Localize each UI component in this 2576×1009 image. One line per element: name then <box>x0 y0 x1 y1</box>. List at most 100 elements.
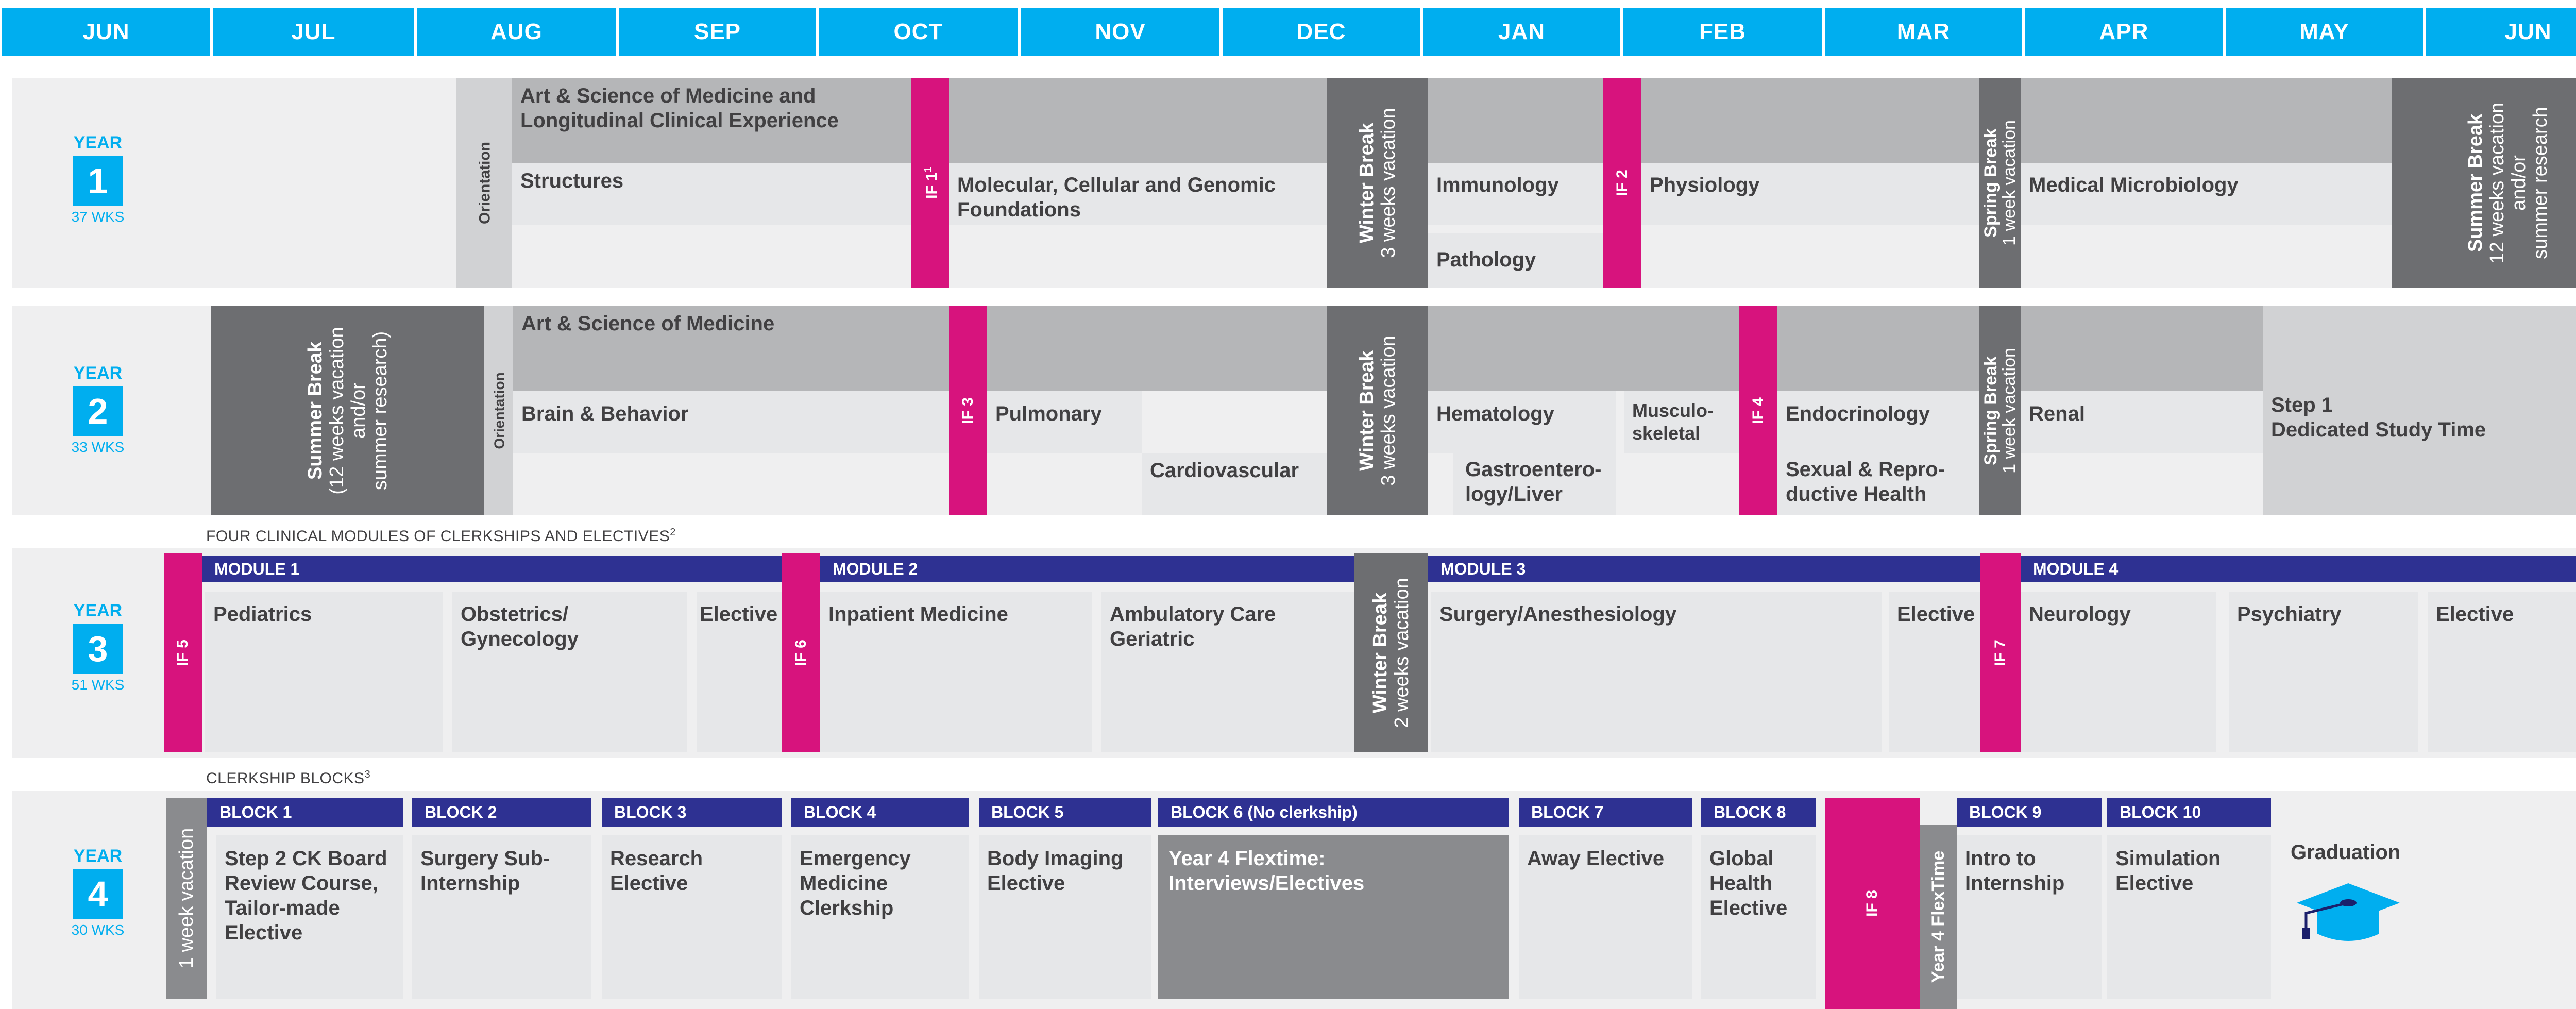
if4-label: IF 4 <box>1750 397 1767 424</box>
block8-header: BLOCK 8 <box>1701 798 1816 827</box>
spring-title: Spring Break <box>1981 128 2001 238</box>
month-dec: DEC <box>1223 8 1420 56</box>
year1-band-dark-c <box>1641 78 1979 163</box>
year3-module1: MODULE 1 <box>202 556 782 582</box>
year2-musculo: Musculo-skeletal <box>1624 391 1739 453</box>
block5-header: BLOCK 5 <box>979 798 1151 827</box>
modules-caption: FOUR CLINICAL MODULES OF CLERKSHIPS AND … <box>206 527 676 545</box>
block4-content: Emergency Medicine Clerkship <box>791 835 969 999</box>
month-aug: AUG <box>417 8 616 56</box>
year1-molecular: Molecular, Cellular and Genomic Foundati… <box>949 163 1327 225</box>
year4-vacation: 1 week vacation <box>166 798 207 999</box>
year2-if3: IF 3 <box>949 306 987 515</box>
block6-header: BLOCK 6 (No clerkship) <box>1158 798 1509 827</box>
year1-band-dark-b <box>1428 78 1603 163</box>
month-sep: SEP <box>619 8 816 56</box>
block7-header: BLOCK 7 <box>1519 798 1692 827</box>
year-number: 1 <box>73 156 123 206</box>
year-label-text: YEAR <box>73 846 123 866</box>
year-weeks: 37 WKS <box>71 209 125 225</box>
year4-if8: IF 8 <box>1825 798 1920 1009</box>
summer-l1: (12 weeks vacation <box>326 327 348 495</box>
year2-band-dark-b <box>1428 306 1739 391</box>
year3-surgery: Surgery/Anesthesiology <box>1431 592 1882 752</box>
block3-header: BLOCK 3 <box>602 798 782 827</box>
year4-label: YEAR 4 30 WKS <box>46 846 149 938</box>
modules-caption-text: FOUR CLINICAL MODULES OF CLERKSHIPS AND … <box>206 528 670 545</box>
year3-inpatient: Inpatient Medicine <box>820 592 1092 752</box>
year3-if5: IF 5 <box>164 553 202 752</box>
summer-l3: summer research <box>2530 107 2551 259</box>
block3-content: Research Elective <box>602 835 782 999</box>
block6-content: Year 4 Flextime: Interviews/Electives <box>1158 835 1509 999</box>
block2-header: BLOCK 2 <box>412 798 591 827</box>
if6-label: IF 6 <box>792 640 809 666</box>
summer-l2: and/or <box>2508 155 2530 211</box>
year2-endocrinology: Endocrinology <box>1777 391 1979 453</box>
year1-physiology: Physiology <box>1641 163 1979 225</box>
year3-psychiatry: Psychiatry <box>2229 592 2418 752</box>
month-may: MAY <box>2226 8 2423 56</box>
year-weeks: 33 WKS <box>71 439 125 455</box>
block1-content: Step 2 CK Board Review Course, Tailor-ma… <box>216 835 403 999</box>
year-weeks: 30 WKS <box>71 922 125 938</box>
winter-title: Winter Break <box>1369 592 1391 714</box>
month-jul: JUL <box>213 8 414 56</box>
year3-ambulatory: Ambulatory Care Geriatric <box>1101 592 1354 752</box>
year2-band-dark-a <box>987 306 1327 391</box>
year3-module4: MODULE 4 <box>2021 556 2576 582</box>
summer-title: Summer Break <box>304 341 326 480</box>
winter-title: Winter Break <box>1356 350 1378 472</box>
winter-title: Winter Break <box>1356 122 1378 244</box>
winter-sub: 3 weeks vacation <box>1378 108 1399 258</box>
year1-microbiology: Medical Microbiology <box>2021 163 2392 225</box>
month-jan: JAN <box>1423 8 1620 56</box>
year2-band-dark-c <box>1777 306 1979 391</box>
year2-cardio: Cardiovascular <box>1142 453 1327 515</box>
if5-label: IF 5 <box>174 640 191 666</box>
if1-sup: 1 <box>923 167 933 173</box>
year2-renal: Renal <box>2021 391 2263 453</box>
summer-l2: and/or <box>348 383 369 439</box>
year2-brain: Brain & Behavior <box>513 391 949 453</box>
month-oct: OCT <box>819 8 1018 56</box>
blocks-caption: CLERKSHIP BLOCKS3 <box>206 769 370 787</box>
if1-label: IF 1 <box>923 172 940 199</box>
year1-band-dark-a <box>949 78 1327 163</box>
month-jun-end: JUN <box>2426 8 2576 56</box>
year1-structures: Structures <box>512 163 911 225</box>
if7-label: IF 7 <box>1992 640 2009 666</box>
winter-sub: 2 weeks vacation <box>1391 578 1413 728</box>
orientation-label: Orientation <box>476 141 494 225</box>
vacation-label: 1 week vacation <box>176 828 197 969</box>
year1-band-dark-d <box>2021 78 2392 163</box>
block9-content: Intro to Internship <box>1957 835 2102 999</box>
graduation-cap-icon <box>2292 876 2405 948</box>
year2-art-science: Art & Science of Medicine <box>513 306 949 391</box>
year2-if4: IF 4 <box>1739 306 1777 515</box>
year1-pathology: Pathology <box>1428 233 1603 288</box>
block10-content: Simulation Elective <box>2107 835 2271 999</box>
year1-if1: IF 11 <box>911 78 949 288</box>
year1-immunology: Immunology <box>1428 163 1603 225</box>
if3-label: IF 3 <box>959 397 976 424</box>
year2-hematology: Hematology <box>1428 391 1616 453</box>
year1-if2: IF 2 <box>1603 78 1641 288</box>
year-number: 3 <box>73 624 123 674</box>
blocks-caption-sup: 3 <box>364 769 371 780</box>
month-nov: NOV <box>1021 8 1219 56</box>
year-label-text: YEAR <box>73 601 123 620</box>
year3-neurology: Neurology <box>2021 592 2216 752</box>
spring-title: Spring Break <box>1981 356 2001 465</box>
graduation-label: Graduation <box>2291 841 2401 864</box>
block7-content: Away Elective <box>1519 835 1692 999</box>
year3-pediatrics: Pediatrics <box>205 592 443 752</box>
year3-elective-c: Elective <box>2428 592 2576 752</box>
